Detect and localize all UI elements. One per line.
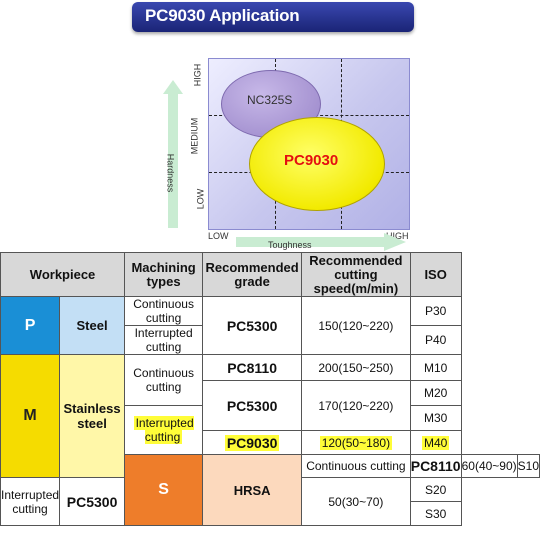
group-m-letter: M	[0, 354, 61, 478]
iso-code: P30	[409, 296, 462, 326]
table-row: PC9030 120(50~180) M40	[1, 430, 540, 455]
iso-code: M10	[409, 354, 462, 381]
machining-type: Continuous cutting	[124, 354, 204, 406]
speed-highlighted: 120(50~180)	[301, 430, 411, 455]
iso-code: S30	[409, 501, 462, 526]
speed: 170(120~220)	[301, 380, 411, 431]
hardness-arrow-icon	[163, 80, 183, 228]
grade-highlighted: PC9030	[202, 430, 303, 455]
pc9030-label: PC9030	[284, 152, 339, 169]
iso-code: P40	[409, 325, 462, 355]
y-tick-low: LOW	[195, 188, 206, 210]
header-grade: Recommended grade	[202, 252, 303, 297]
iso-code: S20	[409, 477, 462, 502]
page-title: PC9030 Application	[145, 6, 300, 25]
grade: PC5300	[59, 477, 126, 526]
table-header-row: Workpiece Machining types Recommended gr…	[0, 252, 540, 297]
table-row: Interrupted cutting PC5300 50(30~70) S20	[0, 477, 540, 526]
x-axis-label: Toughness	[268, 240, 312, 250]
table-row: S30	[1, 501, 540, 526]
title-bar	[132, 2, 414, 32]
speed: 50(30~70)	[301, 477, 411, 526]
group-s-letter: S	[124, 454, 204, 526]
header-speed: Recommended cutting speed(m/min)	[301, 252, 411, 297]
y-tick-high: HIGH	[192, 63, 203, 87]
iso-code-highlighted: M40	[409, 430, 462, 455]
header-workpiece: Workpiece	[0, 252, 126, 297]
grade: PC5300	[202, 296, 303, 355]
header-machining: Machining types	[124, 252, 204, 297]
application-diagram: NC325S PC9030	[208, 58, 410, 230]
pc9030-region	[249, 117, 385, 211]
table-row: S HRSA Continuous cutting PC8110 60(40~9…	[1, 454, 540, 526]
y-axis-label: Hardness	[165, 153, 176, 193]
machining-type: Continuous cutting	[301, 454, 411, 478]
grade: PC5300	[202, 380, 303, 431]
group-s-name: HRSA	[202, 454, 303, 526]
speed: 60(40~90)	[460, 454, 518, 478]
toughness-arrow-icon	[236, 233, 406, 251]
table-row: PC5300 170(120~220) M20	[1, 380, 540, 431]
group-p-letter: P	[0, 296, 61, 355]
grade: PC8110	[409, 454, 462, 478]
iso-code: M30	[409, 405, 462, 431]
x-tick-low: LOW	[208, 231, 229, 241]
machining-type-highlighted: Interrupted cutting	[124, 405, 204, 455]
iso-code: M20	[409, 380, 462, 406]
iso-code: S10	[516, 454, 540, 478]
grade: PC8110	[202, 354, 303, 381]
machining-type: Continuous cutting	[124, 296, 204, 326]
speed: 150(120~220)	[301, 296, 411, 355]
table-row: M Stainless steel Continuous cutting PC8…	[0, 354, 540, 478]
machining-type: Interrupted cutting	[0, 477, 61, 526]
y-tick-medium: MEDIUM	[189, 117, 200, 155]
group-p-name: Steel	[59, 296, 126, 355]
speed: 200(150~250)	[301, 354, 411, 381]
machining-type: Interrupted cutting	[124, 325, 204, 355]
nc325s-label: NC325S	[247, 93, 293, 107]
table-row: P Steel Continuous cutting PC5300 150(12…	[0, 296, 540, 355]
x-tick-high: HIGH	[386, 231, 409, 241]
table-row: Interrupted cutting P40	[1, 325, 540, 355]
group-m-name: Stainless steel	[59, 354, 126, 478]
recommendation-table: Workpiece Machining types Recommended gr…	[0, 252, 540, 526]
table-row: Interrupted cutting M30	[1, 405, 540, 455]
header-iso: ISO	[409, 252, 462, 297]
